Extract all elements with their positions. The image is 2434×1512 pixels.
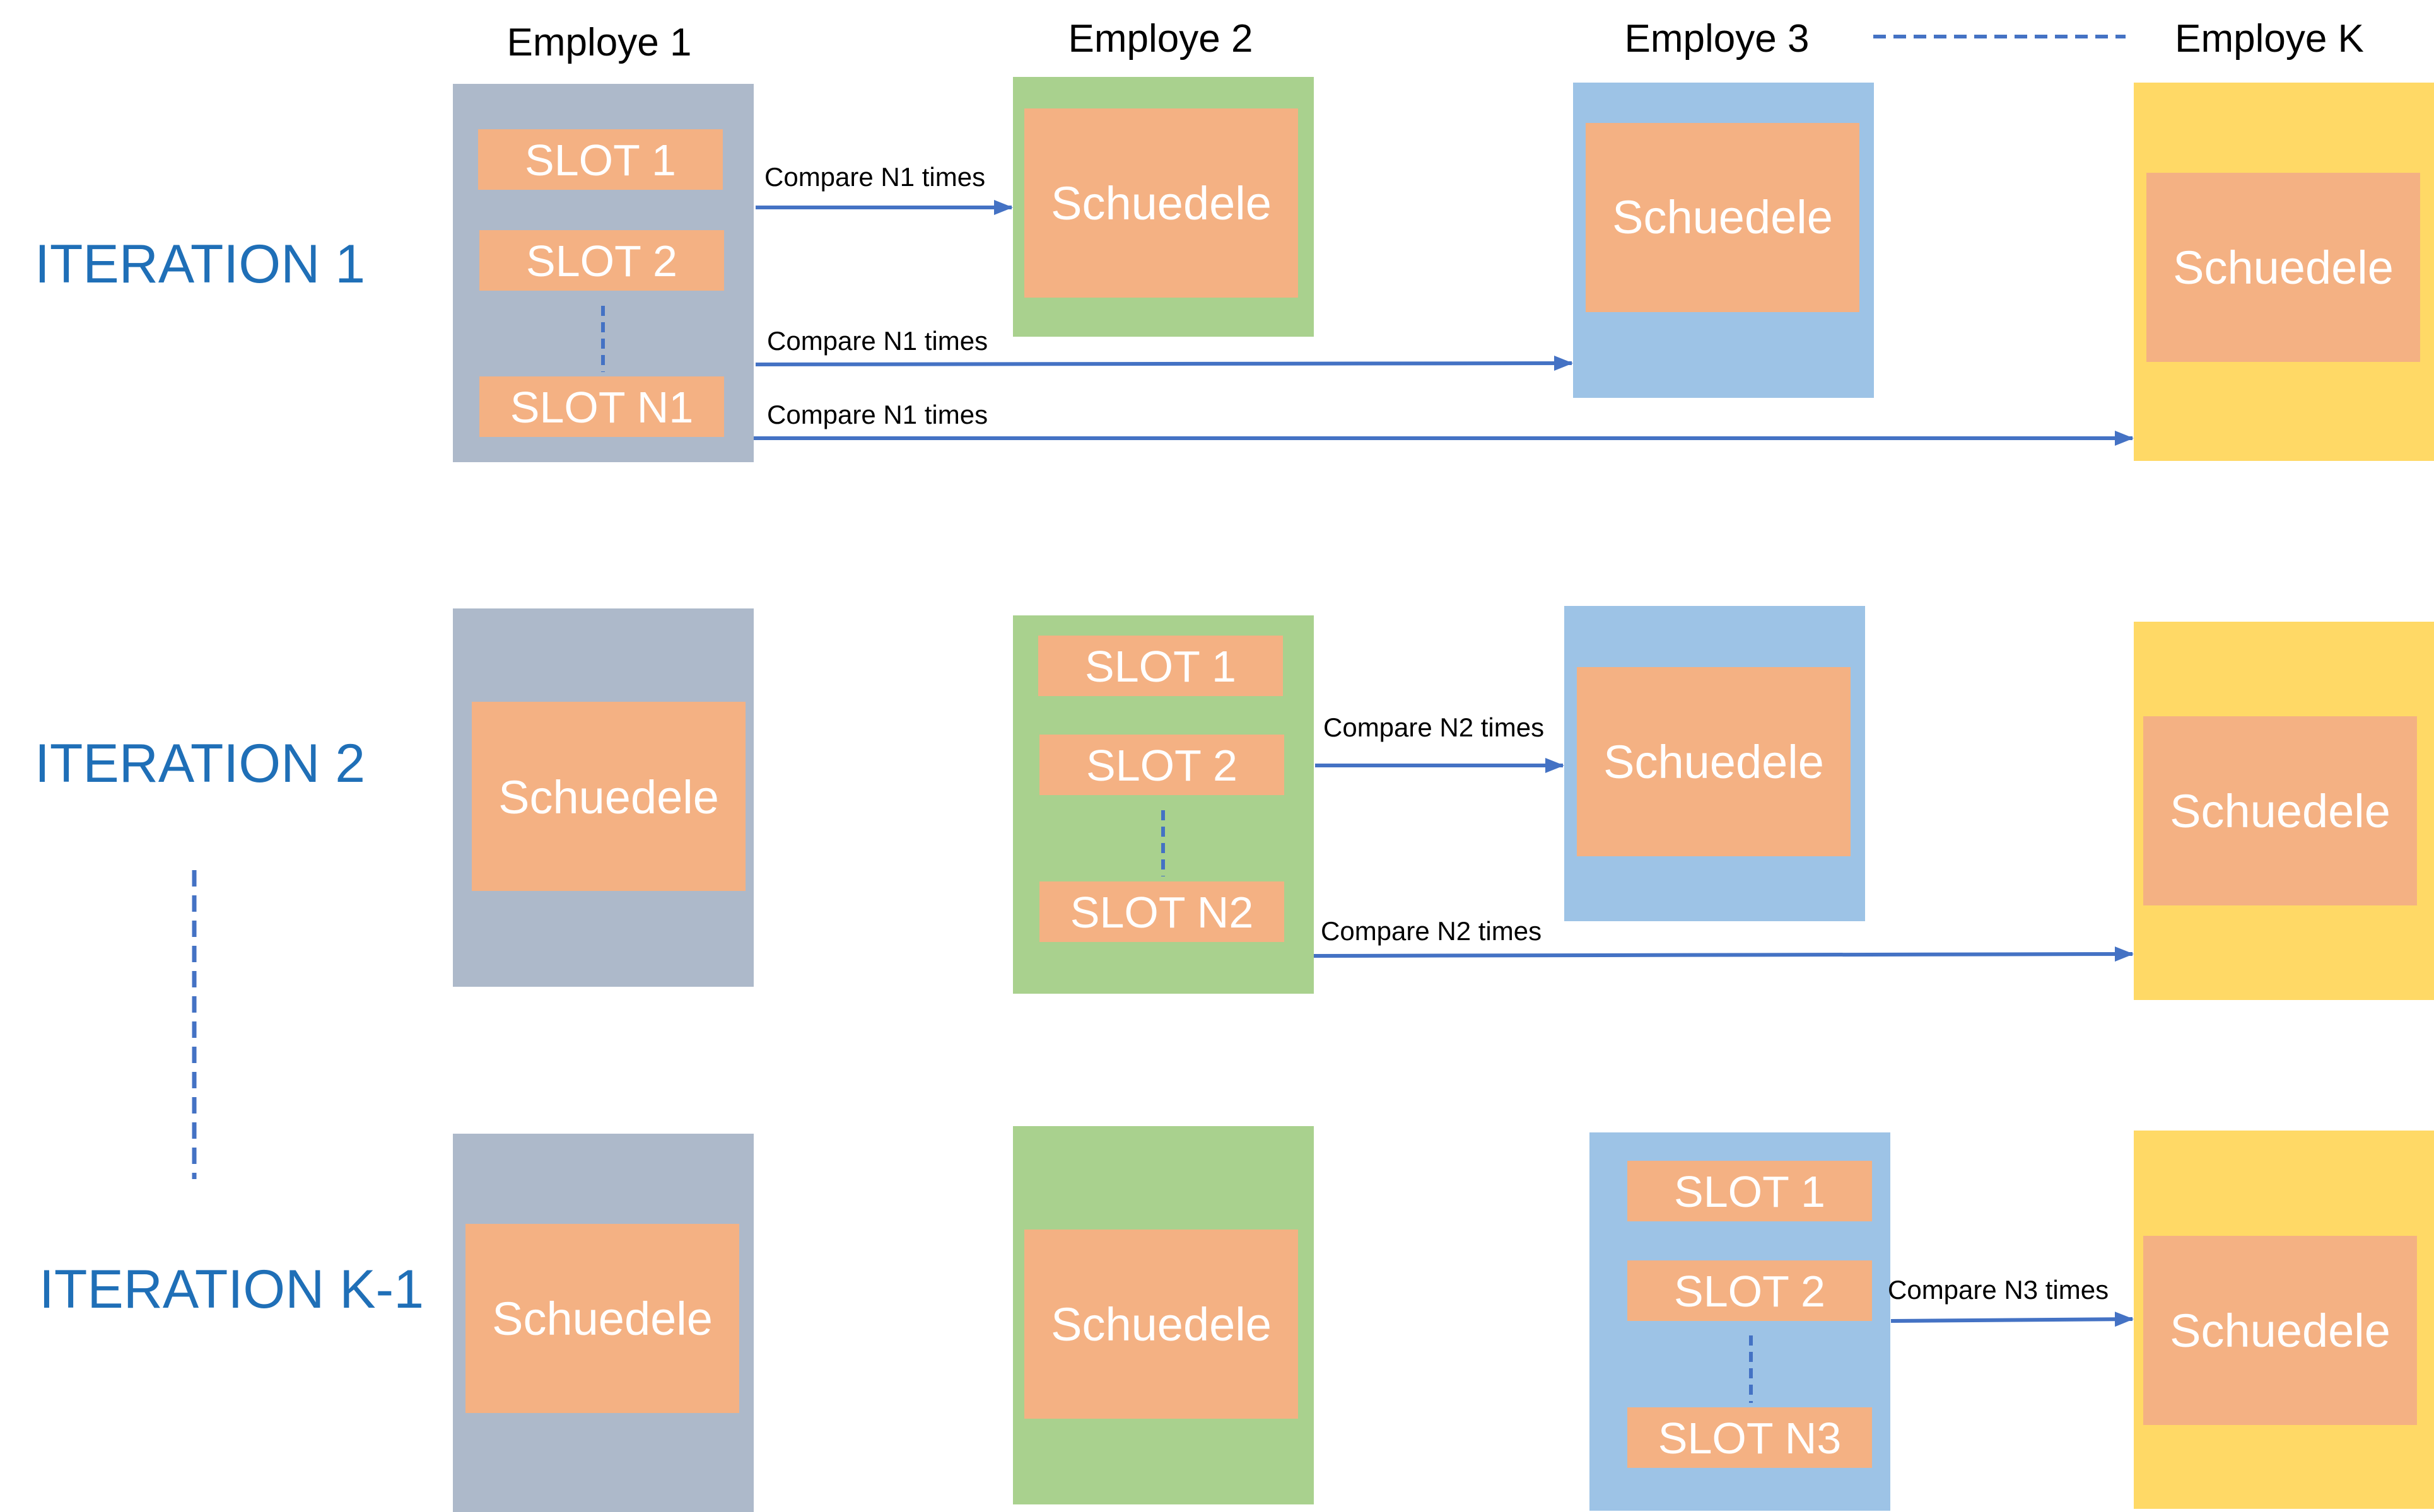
compare-arrow xyxy=(1890,1311,2134,1327)
schedule-box xyxy=(1586,123,1859,312)
employee-header-k: Employe K xyxy=(2175,17,2364,61)
compare-label: Compare N1 times xyxy=(764,162,985,192)
slot-box xyxy=(479,376,724,437)
schedule-label: Schuedele xyxy=(2170,1305,2390,1357)
schedule-box xyxy=(465,1224,739,1413)
slot-label: SLOT 1 xyxy=(1674,1167,1825,1216)
schedule-box xyxy=(1577,667,1851,856)
schedule-box xyxy=(1024,108,1298,298)
schedule-label: Schuedele xyxy=(1603,736,1824,788)
iteration-label-k1: ITERATION K-1 xyxy=(39,1259,424,1320)
compare-label: Compare N2 times xyxy=(1321,916,1542,946)
slot-label: SLOT 1 xyxy=(1085,642,1236,691)
slot-label: SLOT 1 xyxy=(525,136,676,185)
compare-label: Compare N3 times xyxy=(1888,1275,2109,1305)
schedule-box xyxy=(472,702,746,891)
schedule-box xyxy=(2143,1236,2417,1425)
iteration-label-2: ITERATION 2 xyxy=(35,733,365,794)
slot-label: SLOT N1 xyxy=(510,383,694,432)
slot-label: SLOT N3 xyxy=(1658,1414,1842,1463)
schedule-label: Schuedele xyxy=(2170,785,2390,837)
schedule-label: Schuedele xyxy=(498,771,719,823)
schedule-box xyxy=(2143,716,2417,905)
schedule-label: Schuedele xyxy=(2173,241,2394,294)
slot-label: SLOT 2 xyxy=(1674,1267,1825,1316)
slot-label: SLOT N2 xyxy=(1070,888,1254,937)
compare-label: Compare N1 times xyxy=(767,326,988,356)
employee-header-2: Employe 2 xyxy=(1068,17,1253,61)
compare-arrow xyxy=(755,356,1573,371)
slot-box xyxy=(1039,735,1284,795)
iteration-k1-row: Schuedele Schuedele SLOT 1 SLOT 2 SLOT N… xyxy=(453,1126,2434,1512)
slot-box xyxy=(1627,1161,1872,1221)
slot-box xyxy=(479,230,724,291)
slot-box xyxy=(1627,1407,1872,1468)
compare-label: Compare N1 times xyxy=(767,400,988,429)
compare-label: Compare N2 times xyxy=(1323,712,1544,742)
slot-box xyxy=(1627,1260,1872,1321)
employee-header-1: Employe 1 xyxy=(507,21,692,64)
schedule-label: Schuedele xyxy=(492,1293,713,1345)
slot-box xyxy=(478,129,723,190)
slot-label: SLOT 2 xyxy=(526,236,677,286)
iteration-1-row: SLOT 1 SLOT 2 SLOT N1 Schuedele Schuedel… xyxy=(453,77,2434,462)
compare-arrow xyxy=(1313,946,2134,962)
iteration-2-row: Schuedele SLOT 1 SLOT 2 SLOT N2 Schuedel… xyxy=(453,606,2434,1000)
iteration-label-1: ITERATION 1 xyxy=(35,234,365,294)
employee-header-3: Employe 3 xyxy=(1625,17,1810,61)
schedule-label: Schuedele xyxy=(1612,191,1833,243)
schedule-box xyxy=(1024,1230,1298,1419)
slot-box xyxy=(1038,636,1283,696)
schedule-box xyxy=(2146,173,2420,362)
slot-box xyxy=(1039,881,1284,942)
schedule-label: Schuedele xyxy=(1051,1298,1272,1351)
slot-label: SLOT 2 xyxy=(1086,741,1237,790)
schedule-label: Schuedele xyxy=(1051,177,1272,230)
